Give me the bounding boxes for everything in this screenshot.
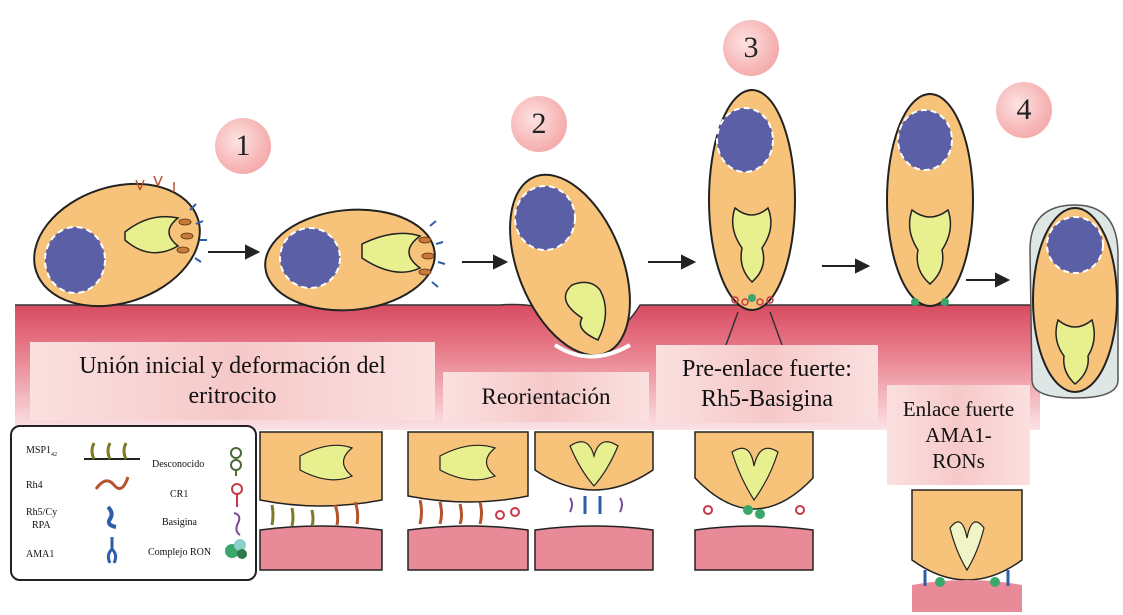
legend-rh5-label-2: RPA — [32, 520, 51, 531]
merozoite-stage-2 — [261, 203, 445, 317]
stage-badge-4: 4 — [996, 82, 1052, 138]
merozoite-stage-4 — [709, 90, 795, 310]
detail-panel-2 — [408, 432, 528, 570]
detail-panel-4 — [695, 432, 813, 570]
arrow-4 — [822, 260, 868, 272]
legend-ama1-icon — [100, 535, 124, 565]
caption-enlace-line2: AMA1- — [925, 422, 992, 448]
caption-pre-strong-binding: Pre-enlace fuerte: Rh5-Basigina — [656, 345, 878, 423]
legend-desconocido-label: Desconocido — [152, 459, 204, 470]
legend-box: MSP142 Rh4 Rh5/Cy RPA AMA1 Desconocido C… — [10, 425, 257, 581]
stage-badge-1: 1 — [215, 118, 271, 174]
legend-rh4-label: Rh4 — [26, 480, 43, 491]
merozoite-stage-5 — [887, 94, 973, 306]
legend-cr1-label: CR1 — [170, 489, 188, 500]
arrow-5 — [966, 274, 1008, 286]
caption-initial-text: Unión inicial y deformación del eritroci… — [38, 351, 427, 411]
legend-rh4-icon — [92, 471, 132, 495]
legend-cr1-icon — [228, 481, 246, 509]
legend-basigina-label: Basigina — [162, 517, 197, 528]
detail-panel-5 — [912, 490, 1022, 612]
arrow-1 — [208, 246, 258, 258]
legend-complejo-label: Complejo RON — [148, 547, 211, 558]
caption-reorientation-text: Reorientación — [481, 383, 610, 412]
legend-msp1-icon — [82, 437, 142, 463]
arrow-3 — [648, 256, 694, 268]
legend-basigina-icon — [228, 509, 246, 537]
caption-strong-binding: Enlace fuerte AMA1- RONs — [887, 385, 1030, 485]
legend-rh5-icon — [100, 503, 124, 531]
merozoite-stage-6 — [1030, 205, 1118, 398]
detail-panel-3 — [535, 432, 653, 570]
stage-badge-3: 3 — [723, 20, 779, 76]
legend-rh5-label-1: Rh5/Cy — [26, 507, 57, 518]
detail-panel-1 — [260, 432, 382, 570]
caption-enlace-line3: RONs — [932, 448, 985, 474]
stage-badge-2: 2 — [511, 96, 567, 152]
arrow-2 — [462, 256, 506, 268]
caption-preenlace-line1: Pre-enlace fuerte: — [682, 354, 852, 384]
legend-ama1-label: AMA1 — [26, 549, 54, 560]
caption-initial-binding: Unión inicial y deformación del eritroci… — [30, 342, 435, 420]
caption-enlace-line1: Enlace fuerte — [903, 396, 1014, 422]
legend-msp1-label: MSP142 — [26, 445, 57, 458]
merozoite-stage-1 — [18, 164, 216, 327]
legend-complejo-icon — [222, 535, 252, 563]
caption-reorientation: Reorientación — [443, 372, 649, 422]
legend-desconocido-icon — [226, 445, 246, 477]
caption-preenlace-line2: Rh5-Basigina — [701, 384, 833, 414]
